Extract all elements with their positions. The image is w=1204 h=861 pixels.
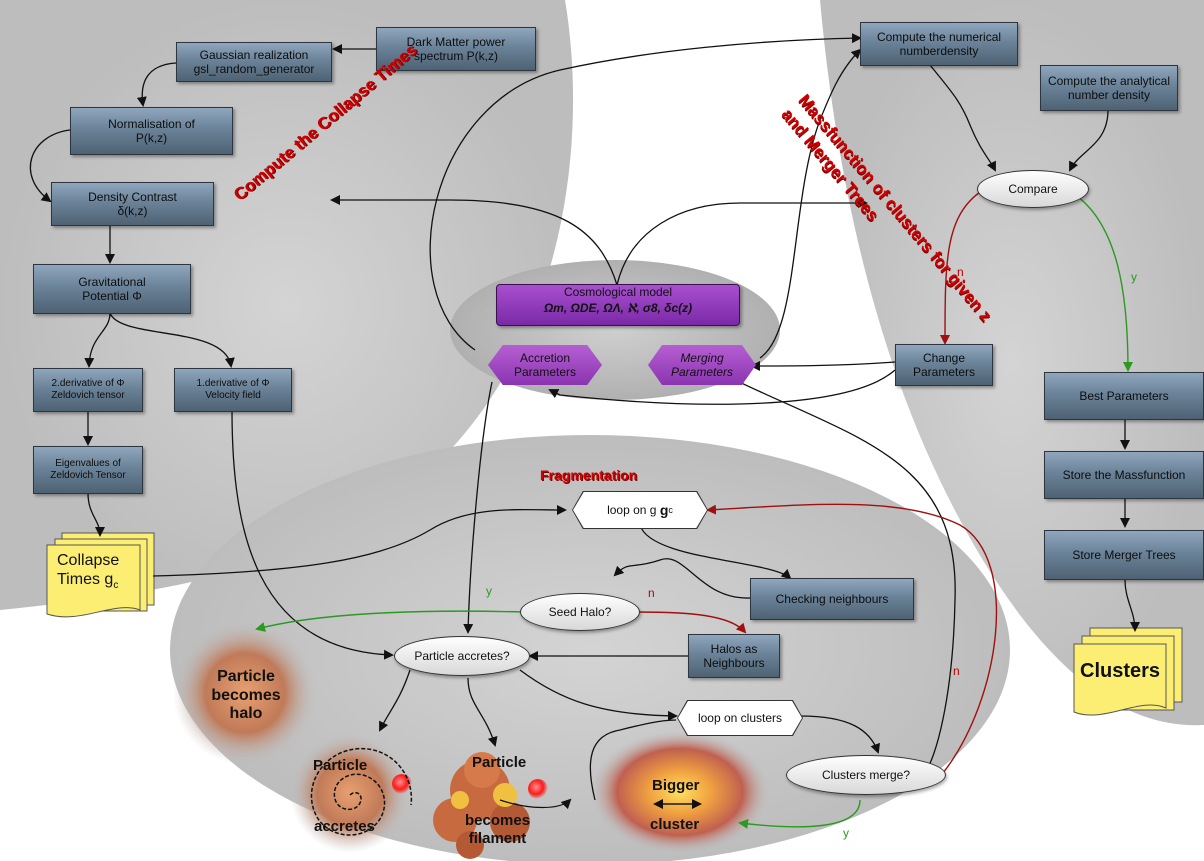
accretion-parameters-hex: Accretion Parameters	[488, 345, 602, 385]
store-massfunction-box: Store the Massfunction	[1044, 451, 1204, 499]
clusters-label: Clusters	[1080, 660, 1161, 682]
seed-halo-oval: Seed Halo?	[520, 593, 640, 631]
compare-oval: Compare	[977, 170, 1089, 208]
edge-particle-loopclusters	[519, 669, 678, 721]
edge-accretion-particle	[463, 381, 493, 634]
edge-bigger-loopclusters	[589, 719, 677, 801]
edge-eigen-collapse	[87, 492, 105, 537]
edge-collapse-loop	[152, 504, 567, 577]
collapse-times-sub: c	[113, 580, 119, 592]
dark-matter-power-spectrum-box: Dark Matter power spectrum P(k,z)	[376, 27, 536, 71]
edge-seed-halosneighbours	[636, 611, 747, 634]
particle-accretes-oval: Particle accretes?	[394, 636, 530, 676]
edge-numerical-compare	[929, 64, 996, 172]
merging-parameters-hex: Merging Parameters	[648, 345, 756, 385]
accretes-blob	[290, 733, 410, 853]
store-merger-trees-box: Store Merger Trees	[1044, 530, 1204, 580]
cosmological-model-box: Cosmological model Ωm, ΩDE, ΩΛ, ℵ, σ8, δ…	[496, 284, 740, 326]
edge-loopclusters-merge	[799, 715, 880, 754]
change-parameters-box: Change Parameters	[895, 344, 993, 386]
edge-gaussian-normalisation	[136, 62, 177, 107]
particle-becomes-halo-label: Particle becomes halo	[211, 668, 281, 723]
edge-merging-numerical	[759, 48, 862, 359]
particle-accretes-top-label: Particle	[313, 757, 368, 774]
edge-particle-accretesblob	[379, 669, 411, 732]
edge-1deriv-particle	[231, 409, 394, 660]
accretion-spiral	[310, 747, 413, 836]
bigger-cluster-bottom-label: cluster	[650, 816, 700, 833]
bigger-cluster-blob	[590, 730, 770, 854]
particle-filament-bottom-label: becomes filament	[465, 812, 531, 847]
edge-accretion-numerical	[429, 33, 862, 351]
edge-compare-best	[1067, 189, 1133, 372]
second-derivative-box: 2.derivative of Φ Zeldovich tensor	[33, 368, 143, 412]
cosmological-model-params: Ωm, ΩDE, ΩΛ, ℵ, σ8, δc(z)	[543, 300, 693, 315]
density-contrast-box: Density Contrast δ(k,z)	[51, 182, 214, 226]
clusters-doc-stack	[1073, 627, 1183, 716]
loop-on-clusters-label: loop on clusters	[678, 701, 802, 735]
seed-no-flag: n	[648, 586, 655, 600]
merge-no-flag: n	[953, 664, 960, 678]
first-derivative-box: 1.derivative of Φ Velocity field	[174, 368, 292, 412]
loop-on-gc-sub: c	[668, 505, 673, 515]
normalisation-box: Normalisation of P(k,z)	[70, 107, 233, 155]
cosmological-model-title: Cosmological model	[563, 285, 673, 299]
red-particle-dot-2	[528, 779, 548, 799]
edge-normalisation-density	[29, 129, 71, 203]
particle-accretes-bottom-label: accretes	[314, 818, 375, 835]
edge-gravitational-1deriv	[109, 312, 235, 368]
edge-merge-bigger	[738, 799, 861, 829]
edge-merging-clustersmerge	[734, 379, 956, 774]
best-parameters-box: Best Parameters	[1044, 372, 1204, 420]
gravitational-potential-box: Gravitational Potential Φ	[33, 264, 191, 314]
bigger-cluster-top-label: Bigger	[652, 777, 700, 794]
collapse-times-doc-stack	[46, 532, 155, 618]
edge-compare-change	[940, 189, 984, 345]
particle-filament-top-label: Particle	[472, 754, 527, 771]
edge-loop-checking	[639, 524, 792, 580]
checking-neighbours-box: Checking neighbours	[750, 578, 914, 620]
collapse-times-line1: Collapse	[57, 552, 120, 569]
edge-change-accretion	[548, 369, 896, 405]
compare-no-flag: n	[957, 265, 964, 279]
edge-cosmo-collapse	[330, 195, 618, 286]
fragmentation-title: Fragmentation	[540, 467, 638, 483]
edge-change-merging	[750, 360, 896, 371]
filament-arrow	[499, 798, 572, 810]
halo-blob	[173, 621, 317, 765]
edge-particle-filament	[467, 677, 498, 747]
collapse-times-line2: Times g	[57, 570, 114, 588]
loop-on-clusters-node: loop on clusters	[677, 700, 803, 736]
edge-merger-clusters	[1124, 579, 1140, 632]
numerical-numberdensity-box: Compute the numerical numberdensity	[860, 22, 1018, 66]
collapse-times-label: Collapse Times gc	[57, 552, 119, 592]
halos-as-neighbours-box: Halos as Neighbours	[688, 634, 780, 678]
eigenvalues-box: Eigenvalues of Zeldovich Tensor	[33, 446, 143, 494]
analytical-number-density-box: Compute the analytical number density	[1040, 65, 1178, 111]
edge-cosmo-massfunction	[616, 198, 868, 286]
gaussian-realization-box: Gaussian realization gsl_random_generato…	[176, 42, 332, 82]
edge-analytical-compare	[1069, 109, 1109, 172]
clusters-merge-oval: Clusters merge?	[786, 755, 946, 795]
merge-yes-flag: y	[843, 826, 849, 840]
compare-yes-flag: y	[1131, 270, 1137, 284]
edge-checking-seed	[613, 558, 751, 599]
seed-yes-flag: y	[486, 584, 492, 598]
loop-on-gc-label: loop on g	[607, 503, 657, 517]
filament-splat	[433, 752, 530, 859]
edge-gravitational-2deriv	[84, 312, 111, 368]
edge-seed-halo	[255, 610, 524, 632]
edge-merge-loopgc	[706, 503, 998, 774]
